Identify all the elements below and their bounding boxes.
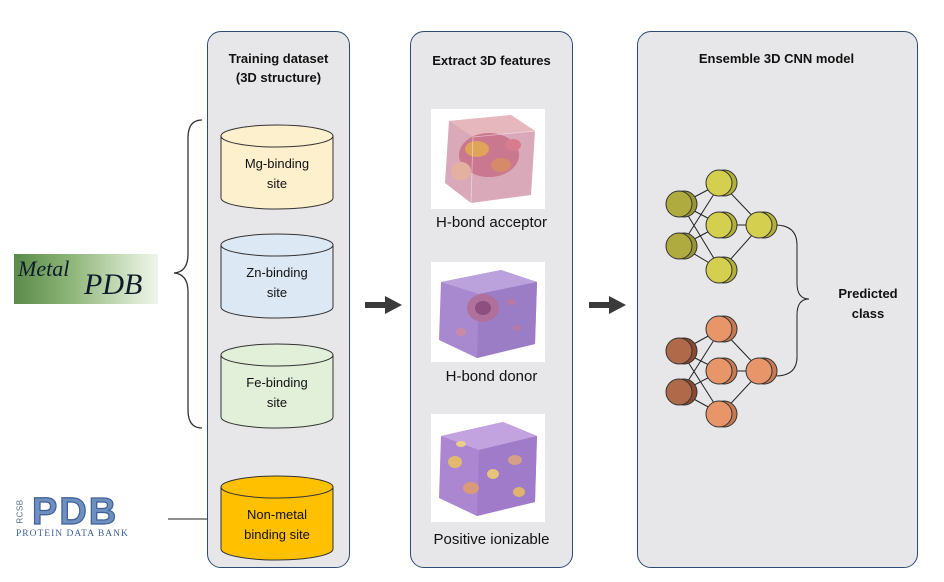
cylinder-fe-binding: Fe-binding site [220, 343, 334, 429]
mg-site-line2: site [266, 176, 288, 191]
zn-site-line2: site [266, 285, 288, 300]
h-bond-acceptor-image [431, 109, 545, 209]
mg-site-line1: Mg-binding [244, 156, 310, 171]
rcsb-subtitle: PROTEIN DATA BANK [16, 529, 129, 539]
training-dataset-title-line2: (3D structure) [235, 70, 322, 85]
positive-ionizable-image [431, 414, 545, 522]
non-metal-line2: binding site [244, 527, 310, 542]
cylinder-non-metal: Non-metal binding site [220, 475, 334, 561]
cylinder-zn-binding: Zn-binding site [220, 233, 334, 319]
metalpdb-logo-word1: Metal [18, 256, 70, 281]
fe-site-line2: site [266, 395, 288, 410]
predicted-class-line1: Predicted [838, 286, 898, 301]
arrow-to-features [365, 296, 402, 314]
extract-features-panel: Extract 3D features H-bond acceptor H-bo… [410, 31, 573, 568]
predicted-class-line2: class [851, 306, 885, 321]
extract-features-title: Extract 3D features [432, 53, 551, 68]
training-dataset-title-line1: Training dataset [228, 51, 329, 66]
arrow-to-model [589, 296, 626, 314]
metalpdb-logo: Metal PDB [14, 254, 158, 304]
feature-label-donor: H-bond donor [445, 368, 538, 385]
ensemble-model-panel: Ensemble 3D CNN model Predicted class [637, 31, 918, 568]
rcsb-name: PDB [31, 490, 119, 533]
metalpdb-logo-word2: PDB [84, 268, 143, 301]
rcsb-pdb-logo: RCSB PDB PROTEIN DATA BANK [14, 490, 158, 542]
ensemble-model-title: Ensemble 3D CNN model [698, 51, 855, 66]
cylinder-mg-binding: Mg-binding site [220, 124, 334, 210]
rcsb-prefix: RCSB [15, 499, 25, 524]
ensemble-networks [665, 169, 810, 428]
zn-site-line1: Zn-binding [246, 265, 308, 280]
h-bond-donor-image [431, 262, 545, 362]
grouping-brace [173, 119, 203, 429]
feature-label-acceptor: H-bond acceptor [436, 214, 547, 231]
feature-label-positive: Positive ionizable [433, 531, 550, 548]
non-metal-line1: Non-metal [247, 507, 307, 522]
fe-site-line1: Fe-binding [246, 375, 308, 390]
